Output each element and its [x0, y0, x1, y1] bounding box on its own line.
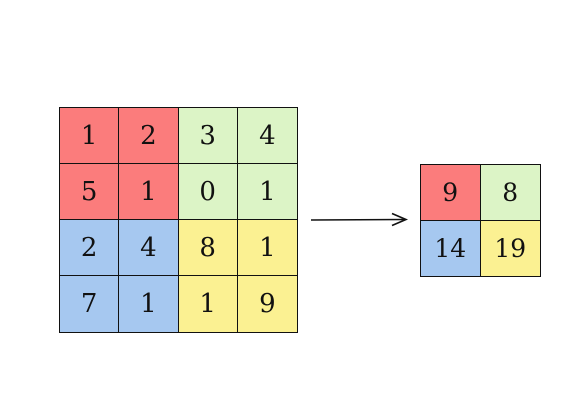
input-cell: 4 [119, 220, 179, 276]
output-cell: 8 [480, 165, 540, 221]
input-cell: 0 [178, 164, 238, 220]
input-cell: 7 [60, 276, 120, 332]
output-matrix: 9 8 14 19 [420, 164, 541, 277]
output-cell: 19 [480, 220, 540, 276]
output-cell: 9 [421, 165, 481, 221]
input-cell: 8 [178, 220, 238, 276]
input-cell: 2 [119, 108, 179, 164]
input-cell: 1 [237, 220, 297, 276]
input-cell: 1 [178, 276, 238, 332]
input-cell: 9 [237, 276, 297, 332]
input-cell: 1 [119, 164, 179, 220]
input-cell: 4 [237, 108, 297, 164]
input-cell: 5 [60, 164, 120, 220]
input-matrix: 1 2 3 4 5 1 0 1 2 4 8 1 7 1 1 9 [59, 107, 298, 333]
input-cell: 1 [119, 276, 179, 332]
input-cell: 1 [60, 108, 120, 164]
output-cell: 14 [421, 220, 481, 276]
input-cell: 2 [60, 220, 120, 276]
input-cell: 1 [237, 164, 297, 220]
input-cell: 3 [178, 108, 238, 164]
